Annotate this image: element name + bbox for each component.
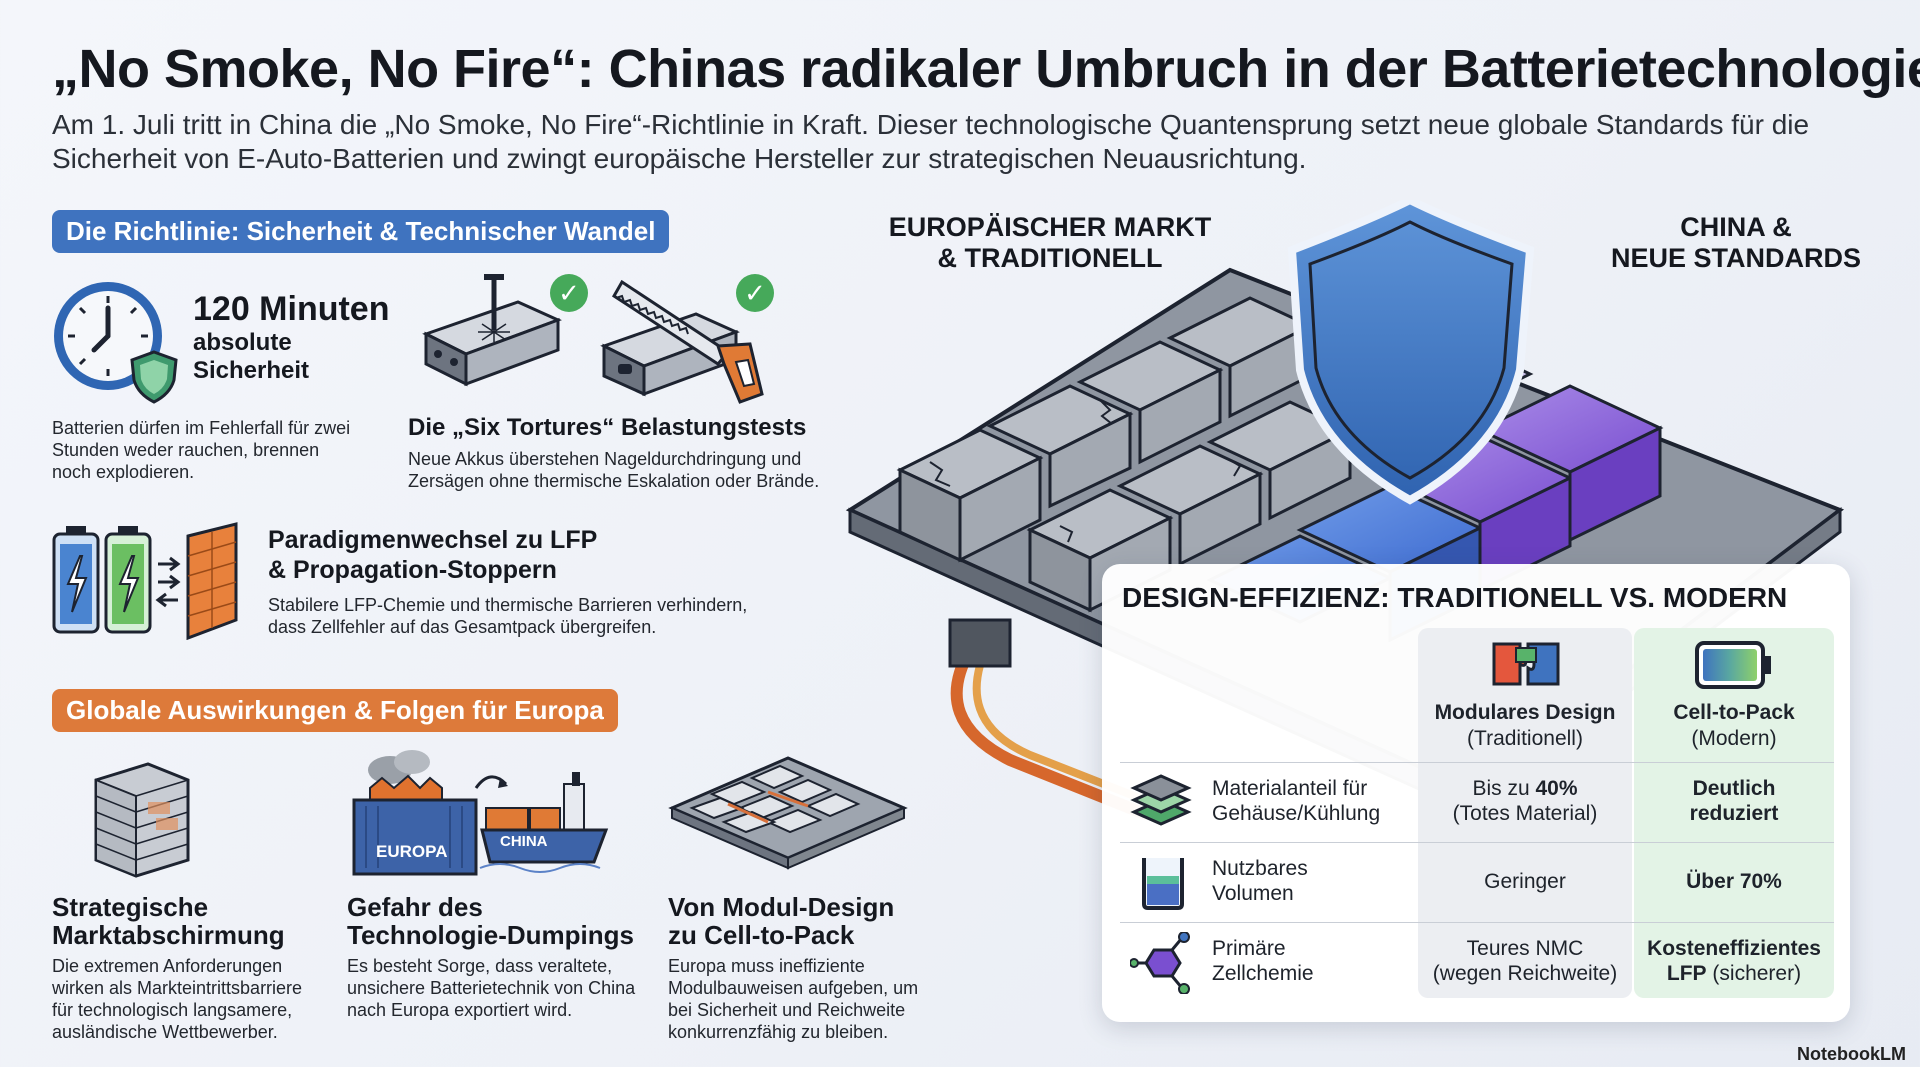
global-item-3-text: Europa muss ineffiziente Modulbauweisen …	[668, 956, 919, 1042]
column-traditional	[1418, 628, 1632, 998]
row2-label2: Volumen	[1212, 882, 1294, 905]
safety-number: 120 Minuten	[193, 290, 390, 328]
layers-icon	[1130, 774, 1192, 826]
row3-label2: Zellchemie	[1212, 962, 1314, 985]
row1-trad-line2: (Totes Material)	[1452, 802, 1598, 825]
row1-label1: Materialanteil für	[1212, 777, 1368, 800]
clock-shield-icon	[54, 282, 178, 404]
design-efficiency-card: DESIGN-EFFIZIENZ: TRADITIONELL VS. MODER…	[1102, 564, 1850, 1022]
row2-label1: Nutzbares	[1212, 857, 1308, 880]
tortures-text: Neue Akkus überstehen Nageldurchdringung…	[408, 449, 820, 491]
global-item-3-heading2: zu Cell-to-Pack	[668, 920, 855, 950]
global-item-2-text: Es besteht Sorge, dass veraltete, unsich…	[347, 956, 636, 1020]
page-title: „No Smoke, No Fire“: Chinas radikaler Um…	[52, 39, 1920, 99]
lfp-text: Stabilere LFP-Chemie und thermische Barr…	[268, 595, 748, 637]
global-item-1-heading2: Marktabschirmung	[52, 920, 285, 950]
label-china-standards: CHINA & NEUE STANDARDS	[1566, 212, 1906, 274]
design-table-title: DESIGN-EFFIZIENZ: TRADITIONELL VS. MODER…	[1122, 582, 1788, 613]
cargo-ship-icon	[352, 750, 609, 876]
nail-battery-icon	[422, 274, 562, 387]
row3-mod-line2: LFP (sicherer)	[1634, 961, 1834, 986]
beaker-icon	[1142, 858, 1184, 910]
lfp-heading2: & Propagation-Stoppern	[268, 556, 557, 584]
row3-mod-lfp: LFP	[1666, 962, 1707, 985]
battery-modules-icon	[668, 756, 908, 870]
section-directive-label: Die Richtlinie: Sicherheit & Technischer…	[52, 210, 670, 253]
page-subtitle: Am 1. Juli tritt in China die „No Smoke,…	[52, 109, 1810, 174]
safety-line2: Sicherheit	[193, 357, 310, 384]
saw-battery-icon	[600, 279, 764, 404]
notebooklm-watermark: NotebookLM	[1797, 1044, 1906, 1064]
row-divider	[1120, 762, 1834, 763]
molecule-icon	[1130, 932, 1190, 994]
col-mod-name: Cell-to-Pack	[1673, 701, 1795, 724]
tag-china: CHINA	[500, 833, 548, 850]
row1-trad-line1: Bis zu 40%	[1418, 776, 1632, 801]
puzzle-icon	[1492, 642, 1560, 686]
row3-label1: Primäre	[1212, 937, 1286, 960]
battery-gradient-icon	[1695, 641, 1771, 689]
row1-mod-line1: Deutlich	[1692, 777, 1776, 800]
check-icon: ✓	[550, 274, 588, 312]
row1-label2: Gehäuse/Kühlung	[1212, 802, 1381, 825]
brick-wall-icon	[94, 762, 190, 878]
safety-line1: absolute	[193, 329, 292, 356]
battery-barrier-icon	[52, 522, 238, 640]
label-european-market-line1: EUROPÄISCHER MARKT	[888, 212, 1212, 242]
col-mod-sub: (Modern)	[1691, 727, 1777, 750]
row3-mod-safer: (sicherer)	[1706, 962, 1802, 985]
label-european-market-line2: & TRADITIONELL	[937, 243, 1163, 273]
safety-text: Batterien dürfen im Fehlerfall für zwei …	[52, 418, 351, 482]
label-china-standards-line1: CHINA &	[1680, 212, 1792, 242]
row-divider	[1120, 842, 1834, 843]
column-modern	[1634, 628, 1834, 998]
row1-trad-prefix: Bis zu	[1472, 777, 1536, 800]
global-item-2-heading1: Gefahr des	[347, 892, 483, 922]
tortures-heading: Die „Six Tortures“ Belastungstests	[408, 414, 807, 441]
label-china-standards-line2: NEUE STANDARDS	[1610, 243, 1861, 273]
col-trad-sub: (Traditionell)	[1467, 727, 1583, 750]
row-divider	[1120, 922, 1834, 923]
row1-mod-line2: reduziert	[1689, 802, 1779, 825]
section-global-label: Globale Auswirkungen & Folgen für Europa	[52, 689, 618, 732]
row3-mod-line1: Kosteneffizientes	[1647, 937, 1821, 960]
global-item-2-heading2: Technologie-Dumpings	[347, 920, 634, 950]
global-item-3-heading1: Von Modul-Design	[668, 892, 895, 922]
row2-mod: Über 70%	[1686, 870, 1782, 893]
lfp-heading1: Paradigmenwechsel zu LFP	[268, 526, 598, 554]
row2-trad: Geringer	[1484, 870, 1566, 893]
global-item-1-text: Die extremen Anforderungen wirken als Ma…	[52, 956, 303, 1042]
tag-europa: EUROPA	[376, 842, 448, 861]
row3-trad-line1: Teures NMC	[1466, 937, 1584, 960]
check-icon: ✓	[736, 274, 774, 312]
col-trad-name: Modulares Design	[1434, 701, 1616, 724]
global-item-1-heading1: Strategische	[52, 892, 209, 922]
label-european-market: EUROPÄISCHER MARKT & TRADITIONELL	[880, 212, 1220, 274]
row1-trad-value: 40%	[1535, 777, 1578, 800]
row3-trad-line2: (wegen Reichweite)	[1432, 962, 1618, 985]
